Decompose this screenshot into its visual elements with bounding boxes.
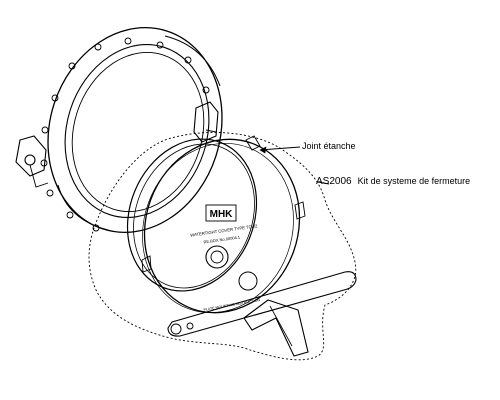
bolt-hole — [156, 41, 164, 49]
gasket-ring — [126, 138, 258, 292]
kit-name: Kit de systeme de fermeture — [357, 176, 471, 186]
bolt-hole — [41, 126, 49, 134]
kit-dashed-boundary — [88, 131, 357, 361]
lever-nut — [186, 322, 194, 330]
kit-code: AS2006 — [316, 176, 352, 187]
hinge-pin — [24, 154, 36, 166]
bolt-hole — [68, 62, 76, 70]
bolt-hole — [202, 86, 210, 94]
flange-bracket — [193, 101, 219, 143]
bolt-hole — [124, 37, 132, 45]
plate-tab — [141, 255, 152, 273]
gasket-leader-arrow — [259, 146, 267, 154]
bolt-hole — [94, 43, 102, 51]
lever-grip — [243, 299, 309, 357]
bolt-hole — [92, 224, 100, 232]
gasket-label: Joint étanche — [302, 141, 356, 151]
plate-text-line: WATERTIGHT COVER TYPE TCL/2 — [190, 223, 258, 237]
brand-mark: MHK — [205, 204, 237, 222]
kit-leader-line — [317, 181, 330, 185]
plate-tab — [245, 135, 261, 151]
flange-ring — [47, 27, 223, 233]
flange-bolt-holes — [40, 37, 210, 232]
hinge-lugs — [15, 135, 49, 188]
bolt-hole — [184, 56, 192, 64]
bolt-hole — [46, 189, 54, 197]
cover-plate — [141, 135, 306, 314]
bolt-hole — [66, 211, 74, 219]
plate-center-boss — [205, 245, 229, 269]
kit-label: AS2006 Kit de systeme de fermeture — [316, 177, 470, 187]
locking-lever — [167, 271, 357, 357]
brand-mark-text: MHK — [210, 209, 234, 220]
plate-text-line: RE.BOX No.00004.1 — [203, 234, 241, 244]
plate-tab — [294, 201, 306, 220]
bolt-hole — [51, 94, 59, 102]
gasket-leader-line — [259, 146, 301, 151]
handle-boss — [238, 271, 258, 291]
